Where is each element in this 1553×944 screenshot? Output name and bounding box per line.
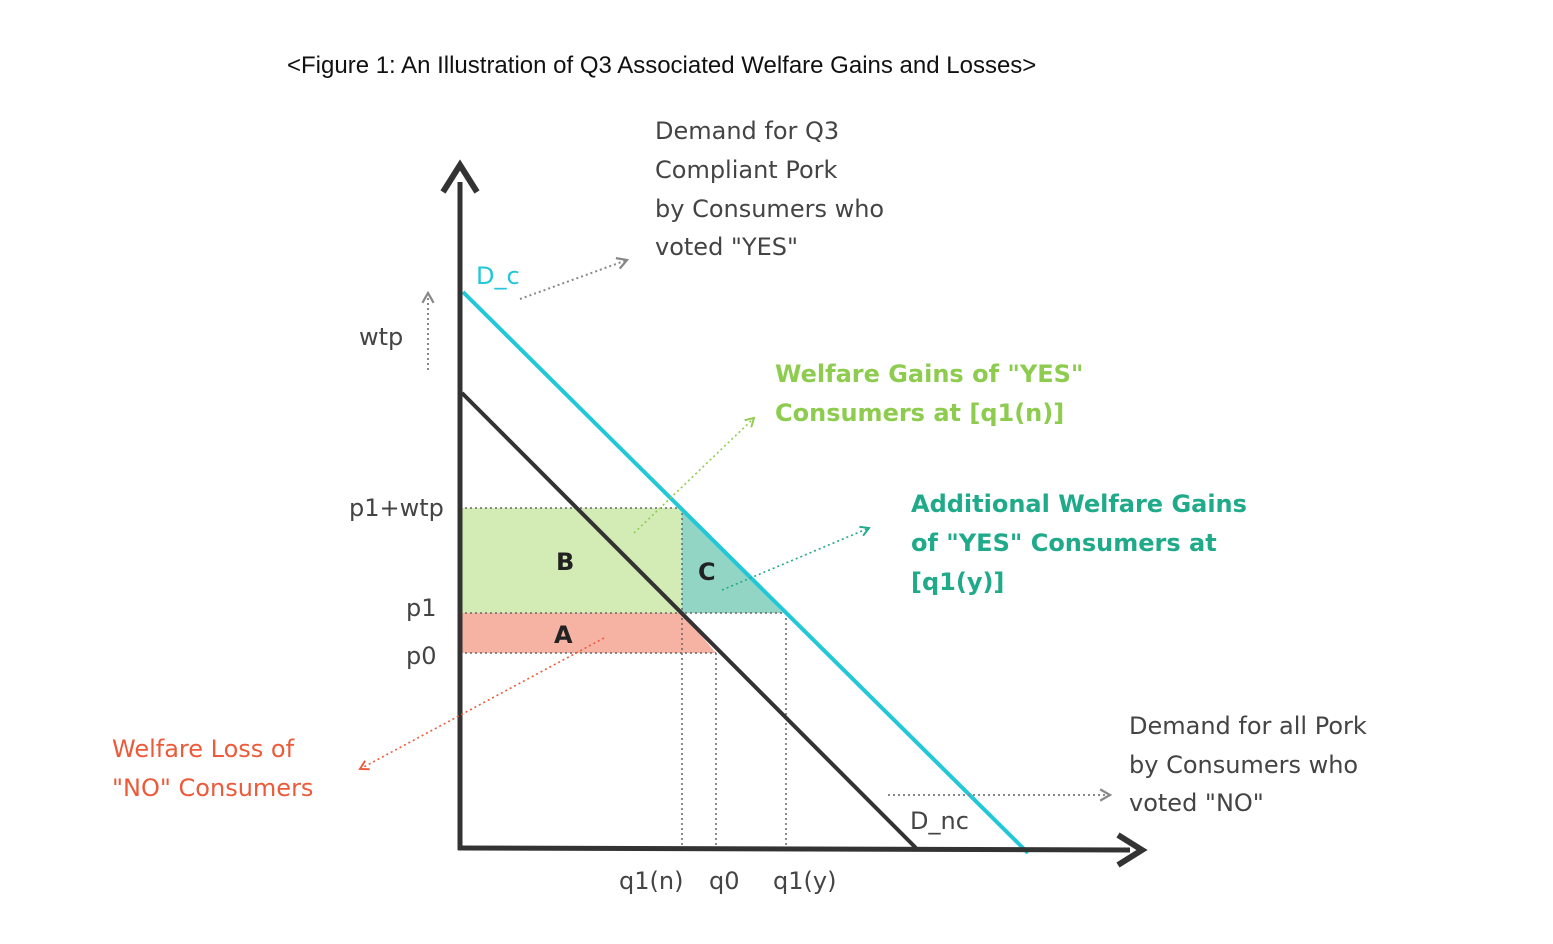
region-a-area — [460, 613, 716, 653]
additional-gains-arrow — [721, 525, 871, 591]
noncompliant-demand-line — [460, 391, 918, 850]
demand-no-note: Demand for all Pork by Consumers who vot… — [1129, 712, 1374, 817]
x-axis-line — [457, 845, 1131, 853]
x-label-q1y: q1(y) — [773, 867, 836, 895]
y-label-wtp: wtp — [359, 323, 403, 351]
additional-gains-note: Additional Welfare Gains of "YES" Consum… — [911, 490, 1255, 596]
region-a-label: A — [554, 621, 573, 649]
compliant-demand-line — [461, 290, 1030, 855]
region-c-label: C — [698, 558, 716, 586]
figure-title: <Figure 1: An Illustration of Q3 Associa… — [287, 52, 1036, 79]
y-label-p0: p0 — [406, 642, 437, 670]
x-axis-arrowhead — [1116, 832, 1148, 868]
x-label-q0: q0 — [709, 867, 740, 895]
demand-yes-arrow — [519, 256, 630, 300]
loss-no-note: Welfare Loss of "NO" Consumers — [112, 735, 313, 802]
loss-no-arrow — [358, 637, 605, 771]
reference-lines — [460, 507, 787, 846]
y-label-p1-wtp: p1+wtp — [349, 494, 444, 522]
y-axis-arrowhead — [440, 159, 480, 194]
noncompliant-demand-label: D_nc — [910, 807, 969, 835]
compliant-demand-label: D_c — [476, 262, 520, 290]
region-b-label: B — [556, 548, 574, 576]
y-label-p1: p1 — [406, 594, 437, 622]
gains-yes-note: Welfare Gains of "YES" Consumers at [q1(… — [775, 360, 1092, 427]
axes — [440, 159, 1148, 868]
x-label-q1n: q1(n) — [619, 867, 683, 895]
demand-yes-note: Demand for Q3 Compliant Pork by Consumer… — [655, 117, 892, 261]
region-b-area — [460, 508, 682, 613]
